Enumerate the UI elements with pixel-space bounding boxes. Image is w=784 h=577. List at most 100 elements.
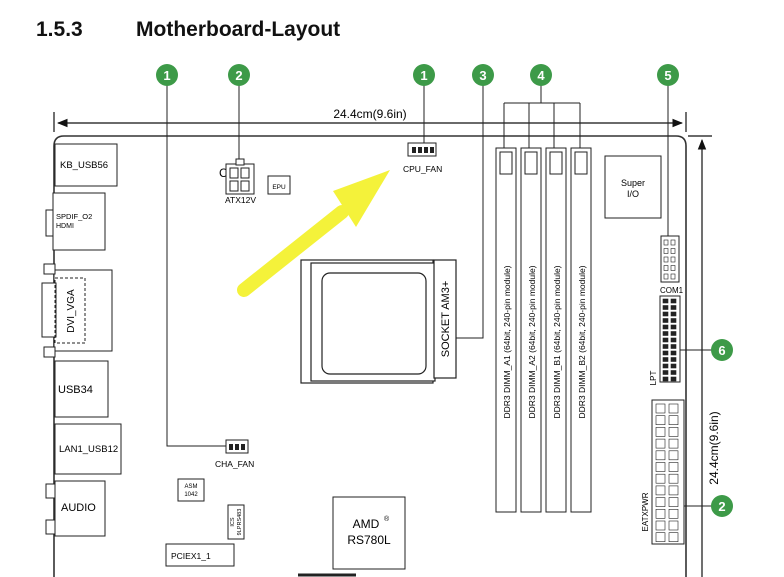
header-pin (662, 350, 669, 356)
kb-usb-label: KB_USB56 (60, 160, 108, 171)
header-pin (670, 337, 677, 343)
header-pin (662, 331, 669, 336)
header-pin (670, 363, 677, 369)
epu-chip: EPU (267, 175, 291, 195)
header-pin (663, 265, 669, 271)
callout-2-atx-text: 2 (235, 68, 242, 83)
header-pin (662, 298, 669, 304)
header-pin (668, 485, 679, 496)
section-number: 1.5.3 (36, 18, 83, 41)
header-pin (655, 497, 666, 507)
super-io-chip: Super I/O (604, 155, 662, 219)
dimm-b2-label: DDR3 DIMM_B2 (64bit, 240-pin module) (577, 265, 587, 418)
height-label: 24.4cm(9.6in) (707, 411, 721, 484)
ics-label-1: ICS (230, 517, 236, 527)
header-pin (662, 363, 669, 369)
cpu-fan-header: CPU_FAN (403, 142, 442, 174)
header-pin (668, 415, 679, 426)
dvi-vga-port: DVI_VGA (41, 263, 113, 358)
amd-model-label: RS780L (347, 533, 391, 547)
header-pin (668, 403, 679, 414)
com1-header: COM1 (660, 235, 684, 295)
asm-label-1: ASM (184, 484, 197, 490)
usb34-label: USB34 (58, 384, 93, 396)
rear-io: KB_USB56 SPDIF_O2 HDMI DVI_VGA USB34 LAN… (41, 143, 122, 537)
header-pin (670, 311, 677, 317)
highlight-arrow (237, 170, 390, 297)
atx12v-label: ATX12V (225, 195, 256, 205)
header-pin (670, 324, 677, 330)
board-outline (53, 135, 687, 577)
callout-3-socket: 3 (472, 64, 494, 86)
header-pin (655, 473, 666, 484)
asm-label-2: 1042 (184, 492, 198, 498)
socket-label: SOCKET AM3+ (440, 281, 452, 358)
callout-2-eatxpwr: 2 (711, 495, 733, 517)
callout-2-eatx-text: 2 (718, 499, 725, 514)
eatxpwr-connector: EATXPWR (641, 399, 685, 545)
atx12v-connector: C ATX12V (219, 158, 256, 205)
pciex1-label: PCIEX1_1 (171, 551, 211, 561)
eatxpwr-pins (655, 403, 679, 543)
ics-chip: ICS 9LPRS483 (227, 504, 245, 540)
header-pin (655, 415, 666, 426)
callout-2-atx12v: 2 (228, 64, 250, 86)
callout-6-lpt: 6 (711, 339, 733, 361)
lan-usb-label: LAN1_USB12 (59, 444, 118, 455)
callout-5-com1: 5 (657, 64, 679, 86)
width-label: 24.4cm(9.6in) (333, 107, 406, 121)
amd-label: AMD (353, 517, 380, 531)
header-pin (662, 370, 669, 375)
cpu-socket: SOCKET AM3+ (300, 259, 457, 384)
header-pin (655, 508, 666, 519)
header-pin (668, 450, 679, 461)
header-pin (668, 462, 679, 472)
dimm-slot-b1: DDR3 DIMM_B1 (64bit, 240-pin module) (545, 147, 567, 513)
header-pin (670, 376, 677, 382)
header-pin (668, 438, 679, 449)
dimm-slots: DDR3 DIMM_A1 (64bit, 240-pin module) DDR… (495, 147, 592, 513)
amd-chipset: AMD ® RS780L (332, 496, 406, 570)
leader-callout-3-socket (456, 85, 484, 339)
header-pin (662, 305, 669, 310)
height-dimension: 24.4cm(9.6in) (688, 135, 721, 577)
header-pin (670, 305, 677, 310)
width-dimension: 24.4cm(9.6in) (53, 107, 687, 132)
atx12v-c-label: C (219, 166, 228, 180)
callout-1-cpu-fan: 1 (413, 64, 435, 86)
cpu-fan-label: CPU_FAN (403, 164, 442, 174)
header-pin (662, 344, 669, 349)
header-pin (670, 318, 677, 323)
lpt-pins (662, 298, 677, 382)
spdif-hdmi-port: SPDIF_O2 HDMI (45, 192, 106, 251)
ics-label-2: 9LPRS483 (237, 509, 243, 536)
leader-lines (166, 84, 712, 507)
super-io-label-1: Super (621, 178, 645, 188)
lpt-label: LPT (649, 371, 658, 386)
lan-usb-port: LAN1_USB12 (54, 423, 122, 475)
callout-4-text: 4 (537, 68, 545, 83)
spdif-label: SPDIF_O2 (56, 212, 92, 221)
header-pin (670, 331, 677, 336)
callout-4-dimm: 4 (530, 64, 552, 86)
header-pin (663, 248, 669, 254)
dimm-slot-a1: DDR3 DIMM_A1 (64bit, 240-pin module) (495, 147, 517, 513)
hdmi-label: HDMI (56, 223, 74, 230)
callout-1-cpu-text: 1 (420, 68, 427, 83)
header-pin (670, 350, 677, 356)
audio-port: AUDIO (45, 480, 106, 537)
eatxpwr-label: EATXPWR (641, 492, 650, 531)
callout-3-text: 3 (479, 68, 486, 83)
dvi-vga-label: DVI_VGA (66, 289, 77, 333)
dimm-slot-b2: DDR3 DIMM_B2 (64bit, 240-pin module) (570, 147, 592, 513)
header-pin (668, 520, 679, 531)
header-pin (663, 256, 669, 263)
audio-label: AUDIO (61, 502, 96, 514)
header-pin (668, 532, 679, 543)
header-pin (668, 497, 679, 507)
kb-usb-port: KB_USB56 (54, 143, 118, 187)
dimm-a2-label: DDR3 DIMM_A2 (64bit, 240-pin module) (527, 265, 537, 418)
header-pin (670, 248, 676, 254)
header-pin (670, 344, 677, 349)
